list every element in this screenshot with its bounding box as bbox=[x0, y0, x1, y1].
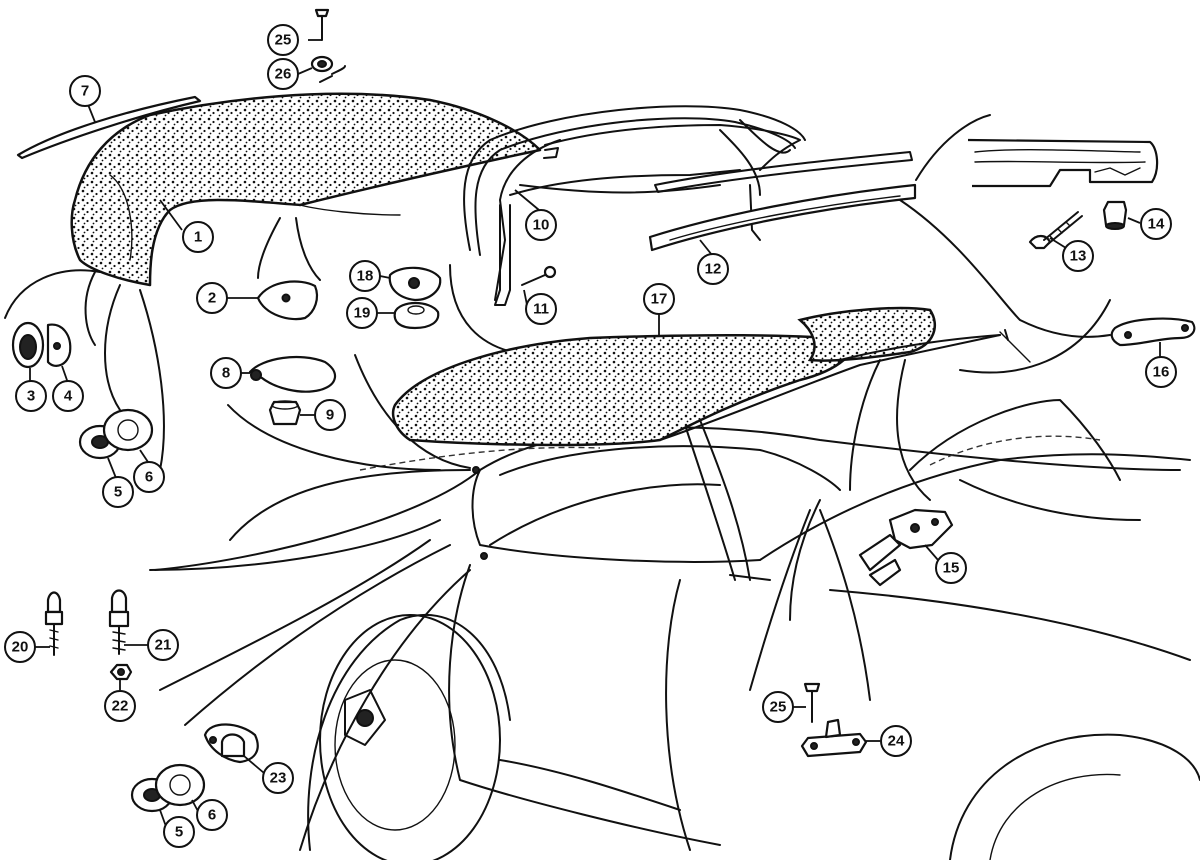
svg-text:25: 25 bbox=[275, 32, 292, 49]
callout-10: 10 bbox=[525, 209, 557, 241]
callout-leaders bbox=[29, 39, 1161, 833]
svg-text:24: 24 bbox=[888, 733, 905, 750]
svg-text:14: 14 bbox=[1148, 216, 1165, 233]
callout-6: 6 bbox=[133, 461, 165, 493]
svg-text:17: 17 bbox=[651, 291, 668, 308]
callout-6-lower: 6 bbox=[196, 799, 228, 831]
callout-18: 18 bbox=[349, 260, 381, 292]
tonneau bbox=[391, 306, 1031, 447]
callout-12: 12 bbox=[697, 253, 729, 285]
screw-washer-top bbox=[310, 8, 346, 83]
svg-text:10: 10 bbox=[533, 217, 550, 234]
hardtop bbox=[70, 92, 542, 287]
svg-text:3: 3 bbox=[27, 388, 35, 405]
svg-text:23: 23 bbox=[270, 770, 287, 787]
leader-lines bbox=[4, 114, 1111, 851]
callout-14: 14 bbox=[1140, 208, 1172, 240]
svg-text:1: 1 bbox=[194, 229, 202, 246]
svg-text:16: 16 bbox=[1153, 364, 1170, 381]
wood-rail bbox=[648, 183, 917, 252]
callout-4: 4 bbox=[52, 380, 84, 412]
wood-header bbox=[967, 138, 1159, 188]
svg-text:15: 15 bbox=[943, 560, 960, 577]
callout-9: 9 bbox=[314, 399, 346, 431]
svg-text:5: 5 bbox=[114, 484, 122, 501]
svg-text:22: 22 bbox=[112, 698, 129, 715]
callout-26: 26 bbox=[267, 58, 299, 90]
callout-22: 22 bbox=[104, 690, 136, 722]
svg-text:20: 20 bbox=[12, 639, 29, 656]
callout-3: 3 bbox=[15, 380, 47, 412]
callout-1: 1 bbox=[182, 221, 214, 253]
lock-23 bbox=[203, 723, 259, 764]
callout-8: 8 bbox=[210, 357, 242, 389]
callout-16: 16 bbox=[1145, 356, 1177, 388]
svg-text:4: 4 bbox=[64, 388, 73, 405]
callout-13: 13 bbox=[1062, 240, 1094, 272]
studs bbox=[44, 589, 133, 681]
svg-text:25: 25 bbox=[770, 699, 787, 716]
lens bbox=[256, 280, 319, 321]
screw-11 bbox=[521, 265, 557, 286]
svg-text:13: 13 bbox=[1070, 248, 1087, 265]
callout-25-bottom: 25 bbox=[762, 691, 794, 723]
svg-text:9: 9 bbox=[326, 407, 334, 424]
callout-2: 2 bbox=[196, 282, 228, 314]
callout-19: 19 bbox=[346, 297, 378, 329]
svg-text:11: 11 bbox=[533, 301, 549, 318]
car-body bbox=[154, 399, 1200, 860]
callout-5: 5 bbox=[102, 476, 134, 508]
svg-text:21: 21 bbox=[155, 637, 172, 654]
callout-7: 7 bbox=[69, 75, 101, 107]
bracket-16 bbox=[1110, 317, 1196, 347]
hinge-15 bbox=[858, 508, 954, 587]
callout-24: 24 bbox=[880, 725, 912, 757]
cap-nut bbox=[1102, 200, 1128, 230]
svg-text:26: 26 bbox=[275, 66, 292, 83]
striker-24 bbox=[800, 682, 868, 758]
socket-assembly-2 bbox=[130, 763, 206, 813]
callout-23: 23 bbox=[262, 762, 294, 794]
svg-text:7: 7 bbox=[81, 83, 89, 100]
callout-25-top: 25 bbox=[267, 24, 299, 56]
svg-text:19: 19 bbox=[354, 305, 371, 322]
frame bbox=[463, 105, 913, 306]
callout-11: 11 bbox=[525, 293, 557, 325]
pad-and-cap bbox=[388, 266, 442, 330]
svg-text:5: 5 bbox=[175, 824, 183, 841]
callout-17: 17 bbox=[643, 283, 675, 315]
grommet-pair-1 bbox=[11, 321, 72, 369]
callout-20: 20 bbox=[4, 631, 36, 663]
callout-21: 21 bbox=[147, 629, 179, 661]
svg-text:6: 6 bbox=[208, 807, 216, 824]
callout-15: 15 bbox=[935, 552, 967, 584]
svg-text:8: 8 bbox=[222, 365, 230, 382]
svg-text:12: 12 bbox=[705, 261, 722, 278]
knob-and-bush bbox=[248, 356, 336, 426]
svg-text:2: 2 bbox=[208, 290, 216, 307]
svg-text:18: 18 bbox=[357, 268, 374, 285]
callout-5-lower: 5 bbox=[163, 816, 195, 848]
socket-assembly-1 bbox=[78, 408, 154, 460]
svg-text:6: 6 bbox=[145, 469, 153, 486]
seal-strip bbox=[16, 95, 202, 160]
